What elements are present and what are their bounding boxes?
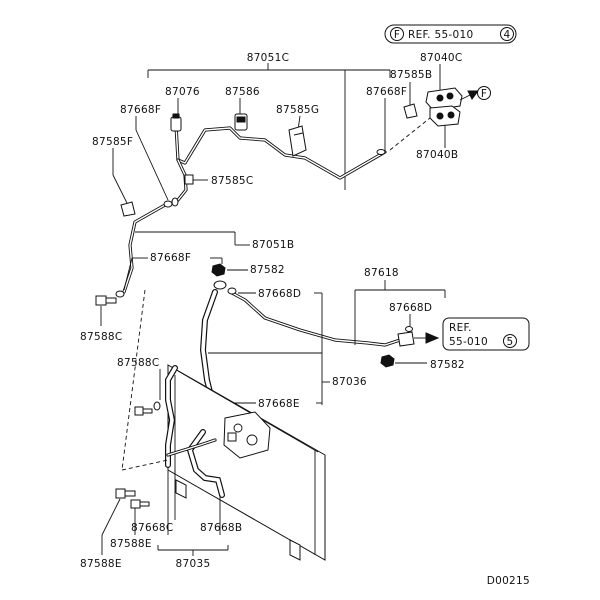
label-87668D-b: 87668D	[389, 302, 432, 314]
sensor-87076[interactable]	[170, 113, 182, 132]
pipe-87051B[interactable]	[122, 197, 179, 294]
bolt-87588E-b[interactable]	[130, 499, 150, 509]
clamp-87585C[interactable]	[184, 174, 194, 185]
label-87040B: 87040B	[416, 149, 458, 161]
switch-87586[interactable]	[234, 113, 248, 131]
ref-box-mid[interactable]: REF. 55-010 5	[442, 317, 530, 351]
label-87035: 87035	[176, 558, 211, 570]
nut-87582-a[interactable]	[211, 263, 226, 277]
bolt-87588C-a[interactable]	[95, 290, 125, 306]
ref-top-text: REF. 55-010	[408, 29, 473, 41]
arrow-to-F: F	[459, 86, 491, 101]
label-87076: 87076	[165, 86, 200, 98]
label-87668F-c: 87668F	[150, 252, 191, 264]
cap-87040C[interactable]	[425, 87, 463, 111]
ref-top-num: 4	[504, 29, 511, 41]
label-87588E-b: 87588E	[110, 538, 152, 550]
label-87051C: 87051C	[247, 52, 290, 64]
ref-mid-num: 5	[507, 336, 514, 348]
label-87588C-b: 87588C	[117, 357, 160, 369]
ref-top-badge: F	[394, 29, 400, 41]
diagram-code: D00215	[487, 575, 530, 587]
label-87582-b: 87582	[430, 359, 465, 371]
ref-mid-line1: REF.	[449, 322, 472, 334]
cap-87040B[interactable]	[429, 105, 461, 127]
label-87585G: 87585G	[276, 104, 319, 116]
oring-87668F-b[interactable]	[376, 149, 386, 155]
label-87668B: 87668B	[200, 522, 242, 534]
nut-87582-b[interactable]	[380, 354, 395, 368]
pipe-87618[interactable]	[230, 291, 415, 347]
receiver-module[interactable]	[223, 411, 271, 459]
label-87618: 87618	[364, 267, 399, 279]
ref-box-top[interactable]: F REF. 55-010 4	[384, 24, 517, 44]
pipe-87051C[interactable]	[174, 123, 387, 202]
label-87668E: 87668E	[258, 398, 300, 410]
label-87586: 87586	[225, 86, 260, 98]
label-87036: 87036	[332, 376, 367, 388]
label-87668D-a: 87668D	[258, 288, 301, 300]
clamp-87585G[interactable]	[288, 125, 307, 157]
label-87585C: 87585C	[211, 175, 254, 187]
label-87051B: 87051B	[252, 239, 294, 251]
label-87668C: 87668C	[131, 522, 174, 534]
label-87585B: 87585B	[390, 69, 432, 81]
arrow-badge: F	[481, 88, 487, 100]
label-87588C-a: 87588C	[80, 331, 123, 343]
clamp-87585F[interactable]	[120, 201, 136, 217]
label-87668F-b: 87668F	[366, 86, 407, 98]
label-87585F: 87585F	[92, 136, 133, 148]
leader-87051C	[147, 63, 391, 190]
label-87040C: 87040C	[420, 52, 463, 64]
pipe-87035[interactable]	[165, 365, 225, 498]
label-87588E-a: 87588E	[80, 558, 122, 570]
label-87668F-a: 87668F	[120, 104, 161, 116]
bolt-87588E-a[interactable]	[115, 488, 136, 499]
ref-mid-line2: 55-010	[449, 336, 488, 348]
bolt-87588C-b[interactable]	[134, 401, 161, 416]
label-87582-a: 87582	[250, 264, 285, 276]
clamp-87585B[interactable]	[403, 103, 418, 119]
